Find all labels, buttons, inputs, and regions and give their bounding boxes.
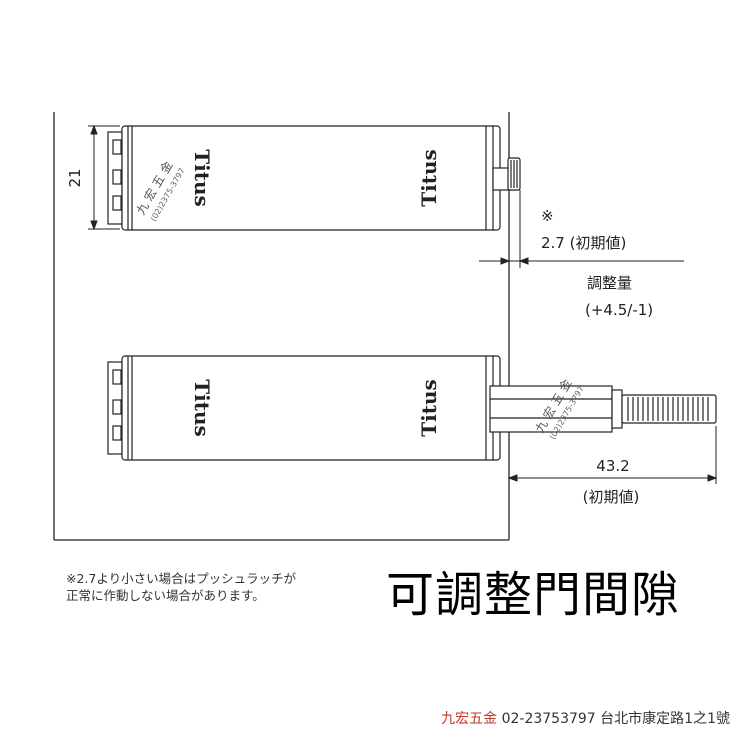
adjust-label: 調整量 (587, 274, 632, 292)
footer-shop-name: 九宏五金 (441, 711, 498, 727)
gap-dimension (479, 190, 684, 268)
height-dimension (88, 124, 120, 231)
note-line-2: 正常に作動しない場合があります。 (66, 588, 265, 603)
gap-mark: ※ (541, 207, 554, 225)
page-title: 可調整門間隙 (386, 567, 681, 623)
extension-value: 43.2 (596, 457, 629, 475)
logo-bottom-left: Titus (190, 379, 214, 437)
footer-address: 台北市康定路1之1號 (600, 711, 730, 727)
logo-bottom-right: Titus (417, 379, 441, 437)
logo-top-right: Titus (417, 149, 441, 207)
adjust-range: (+4.5/-1) (585, 301, 653, 319)
extension-dimension (507, 426, 718, 484)
gap-value: 2.7 (初期値) (541, 234, 626, 252)
latch-top (107, 125, 521, 231)
extension-note: (初期値) (583, 488, 640, 506)
note-line-1: ※2.7より小さい場合はプッシュラッチが (66, 571, 297, 586)
logo-top-left: Titus (190, 149, 214, 207)
footer: 九宏五金 02-23753797 台北市康定路1之1號 (441, 708, 730, 728)
latch-bottom (107, 355, 717, 461)
footer-phone: 02-23753797 (501, 711, 596, 727)
height-label: 21 (66, 168, 84, 187)
note-text: ※2.7より小さい場合はプッシュラッチが 正常に作動しない場合があります。 (66, 570, 296, 604)
